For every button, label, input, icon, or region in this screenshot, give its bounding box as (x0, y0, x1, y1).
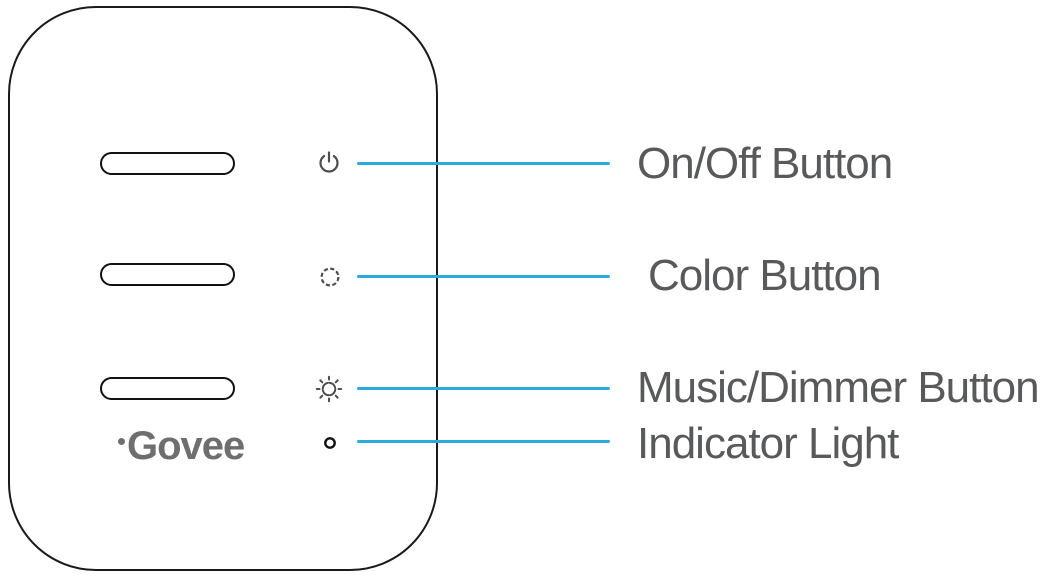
device-bottom-button-shape (100, 377, 235, 400)
power-icon (316, 149, 342, 180)
govee-logo-text: Govee (127, 424, 245, 468)
dashed-circle-icon (319, 266, 341, 293)
govee-logo-dot (118, 437, 125, 445)
leader-line-on-off (357, 162, 610, 165)
small-dot-icon (323, 436, 337, 455)
callout-label-color: Color Button (648, 251, 882, 300)
device-body: Govee (8, 6, 438, 571)
callout-label-music-dimmer: Music/Dimmer Button (637, 363, 1040, 412)
callout-label-on-off: On/Off Button (637, 139, 893, 188)
leader-line-music-dimmer (357, 387, 610, 390)
callout-label-indicator: Indicator Light (637, 419, 899, 468)
leader-line-indicator (357, 440, 610, 443)
device-middle-button-shape (100, 263, 235, 286)
device-top-button-shape (100, 152, 235, 175)
sun-icon (314, 374, 344, 409)
govee-logo: Govee (118, 424, 245, 468)
leader-line-color (357, 275, 610, 278)
